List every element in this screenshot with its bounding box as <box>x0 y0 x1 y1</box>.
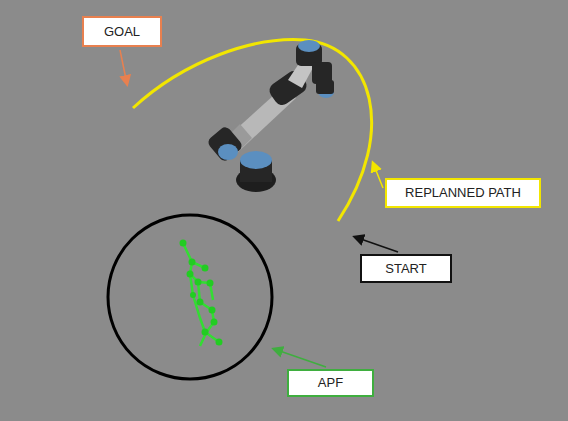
leader-arrow <box>355 237 398 252</box>
label-box: START <box>360 254 452 283</box>
label-text: GOAL <box>104 24 140 40</box>
leader-arrow <box>274 349 326 367</box>
label-box: REPLANNED PATH <box>385 178 541 208</box>
leader-arrow <box>373 163 383 188</box>
label-text: APF <box>318 375 343 391</box>
label-text: START <box>385 261 426 277</box>
apf-circle <box>108 215 272 379</box>
leader-arrow <box>120 50 127 84</box>
label-text: REPLANNED PATH <box>405 185 521 201</box>
replanned-path <box>133 40 372 221</box>
human-skeleton <box>183 243 219 346</box>
robot-arm <box>206 40 334 192</box>
skeleton-joint <box>180 240 223 346</box>
label-box: GOAL <box>82 16 162 47</box>
label-box: APF <box>287 369 374 397</box>
